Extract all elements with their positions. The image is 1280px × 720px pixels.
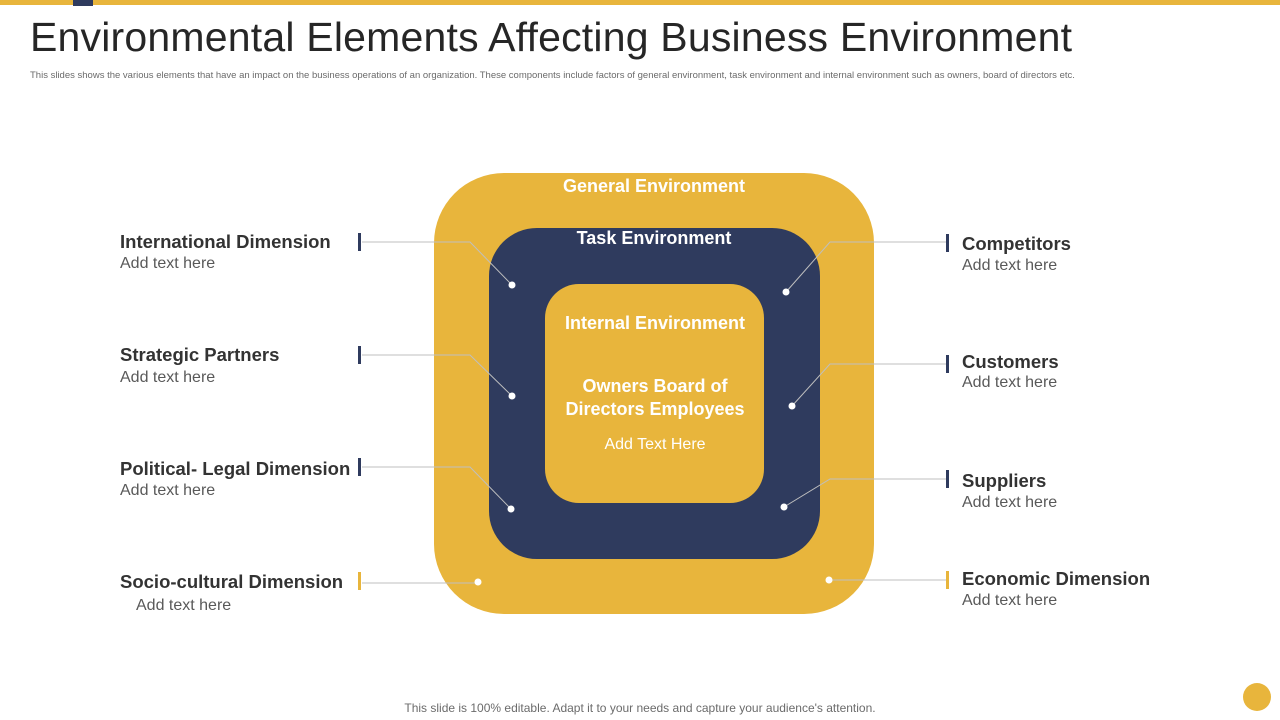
item-title-socio: Socio-cultural Dimension: [120, 571, 344, 592]
marker-socio: [358, 572, 361, 590]
general-environment-label: General Environment: [562, 176, 746, 196]
item-title-international: International Dimension: [120, 231, 331, 252]
task-environment-label: Task Environment: [576, 228, 732, 248]
page-title: Environmental Elements Affecting Busines…: [30, 14, 1073, 60]
item-title-suppliers: Suppliers: [962, 470, 1047, 491]
internal-environment-label: Internal Environment: [564, 313, 746, 333]
item-text-economic: Add text here: [962, 592, 1058, 609]
internal-environment-box: [545, 284, 764, 503]
marker-competitors: [946, 234, 949, 252]
top-accent-bar: [0, 0, 1280, 5]
item-text-strategic: Add text here: [120, 369, 216, 386]
item-text-socio: Add text here: [136, 597, 232, 614]
corner-decoration: [1243, 683, 1271, 711]
item-title-economic: Economic Dimension: [962, 568, 1151, 589]
marker-economic: [946, 571, 949, 589]
top-accent-square: [73, 0, 93, 6]
item-text-customers: Add text here: [962, 374, 1058, 391]
marker-customers: [946, 355, 949, 373]
item-title-competitors: Competitors: [962, 233, 1071, 254]
footer-note: This slide is 100% editable. Adapt it to…: [404, 701, 876, 715]
internal-members-label: Owners Board of Directors Employees: [565, 376, 745, 419]
marker-political: [358, 458, 361, 476]
marker-strategic: [358, 346, 361, 364]
item-text-international: Add text here: [120, 255, 216, 272]
item-text-suppliers: Add text here: [962, 494, 1058, 511]
item-text-competitors: Add text here: [962, 257, 1058, 274]
internal-add-text: Add Text Here: [604, 436, 706, 453]
item-title-strategic: Strategic Partners: [120, 344, 280, 365]
marker-international: [358, 233, 361, 251]
item-title-customers: Customers: [962, 351, 1059, 372]
item-title-political: Political- Legal Dimension: [120, 458, 351, 479]
item-text-political: Add text here: [120, 482, 216, 499]
page-subtitle: This slides shows the various elements t…: [30, 70, 1075, 81]
marker-suppliers: [946, 470, 949, 488]
